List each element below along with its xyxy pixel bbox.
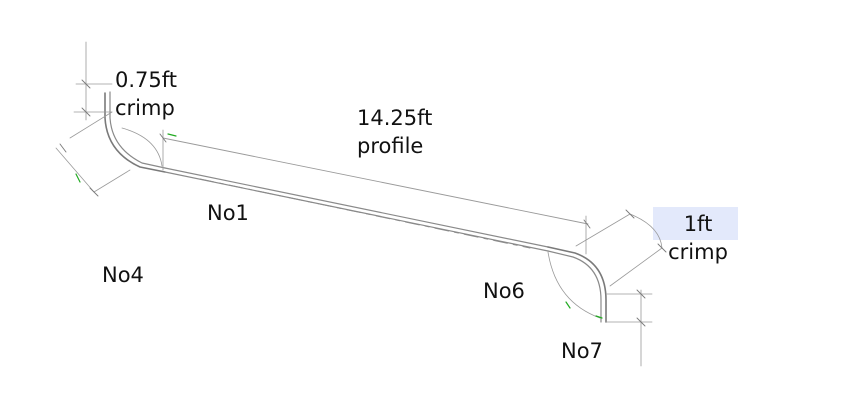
green-marker-left-2 bbox=[75, 173, 81, 183]
right-crimp-dim-diag-2 bbox=[609, 247, 663, 287]
crimp-left-text: crimp bbox=[115, 96, 175, 120]
profile-length: 14.25ft bbox=[357, 106, 433, 130]
profile-label: 14.25ft profile bbox=[357, 104, 432, 160]
right-crimp-dim-diag-1 bbox=[575, 213, 631, 247]
crimp-left-length: 0.75ft bbox=[115, 68, 178, 92]
left-crimp-curve-inner bbox=[109, 91, 166, 169]
crimp-right-label: 1ft crimp bbox=[660, 210, 736, 266]
label-no7: No7 bbox=[561, 339, 603, 363]
profile-line-upper bbox=[164, 167, 549, 248]
crimp-right-text: crimp bbox=[668, 240, 728, 264]
crimp-left-label: 0.75ft crimp bbox=[115, 66, 177, 122]
green-marker-right-1 bbox=[565, 301, 571, 309]
right-crimp-dim-arc bbox=[629, 213, 663, 249]
right-crimp-curve-outer bbox=[547, 246, 607, 323]
crimp-right-highlight bbox=[653, 207, 738, 240]
label-no6: No6 bbox=[483, 279, 525, 303]
crimp-right-length: 1ft bbox=[683, 212, 713, 236]
green-marker-left-1 bbox=[167, 133, 177, 137]
profile-hidden-line bbox=[199, 178, 531, 249]
right-crimp-curve-inner bbox=[547, 250, 602, 323]
profile-text: profile bbox=[357, 134, 424, 158]
tick-marks bbox=[59, 79, 667, 327]
label-no4: No4 bbox=[102, 263, 144, 287]
label-no1: No1 bbox=[207, 201, 249, 225]
green-marker-right-2 bbox=[595, 315, 603, 319]
left-crimp-radius-dim bbox=[55, 147, 131, 193]
left-crimp-ext-diag bbox=[69, 111, 113, 139]
profile-dimension-line bbox=[162, 137, 589, 225]
left-crimp-angle-arc bbox=[121, 127, 163, 167]
left-crimp-curve-outer bbox=[104, 92, 166, 173]
right-crimp-angle-arc bbox=[547, 251, 601, 319]
